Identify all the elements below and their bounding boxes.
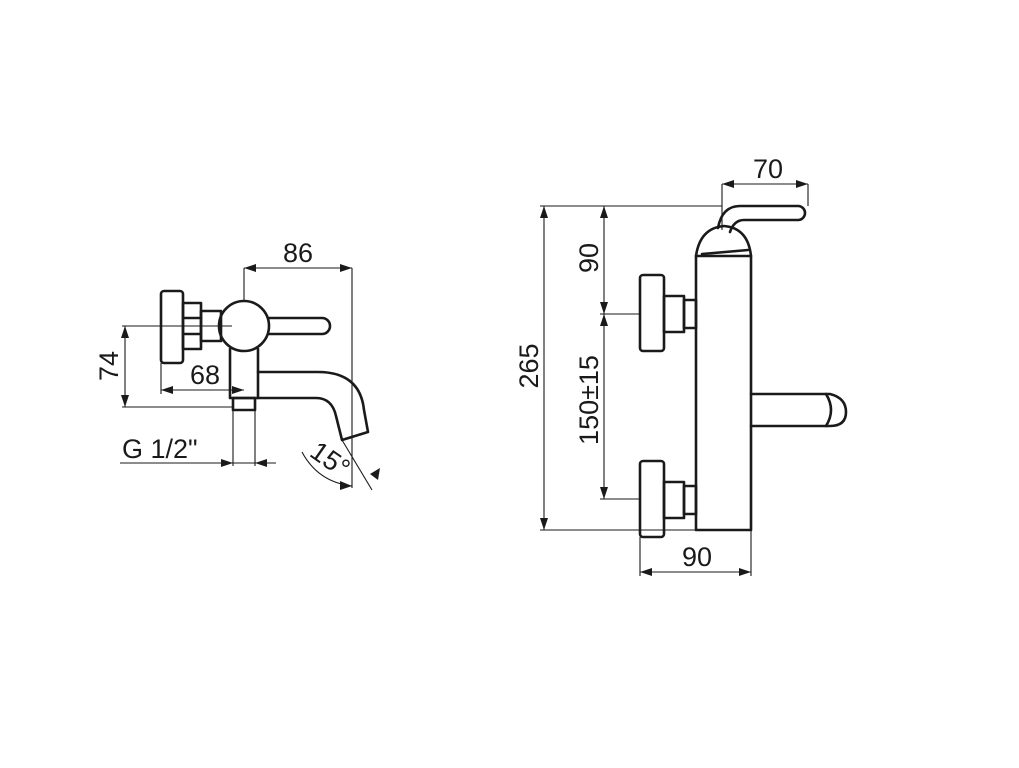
dim-265-label: 265	[514, 343, 544, 388]
side-view: 86 74 68 G 1/2"	[94, 238, 380, 491]
lever-handle	[267, 316, 332, 336]
dim-68-label: 68	[190, 360, 220, 390]
dim-90-upper-label: 90	[574, 243, 604, 273]
dim-90-upper: 90	[574, 206, 640, 315]
dim-150-label: 150±15	[574, 355, 604, 445]
front-view-faucet-outline	[638, 204, 848, 539]
lower-flange	[638, 459, 666, 539]
dim-70-label: 70	[753, 154, 783, 184]
upper-flange	[638, 273, 666, 353]
spout	[256, 370, 370, 442]
dim-angle: 15°	[301, 436, 380, 491]
dim-265: 265	[514, 206, 696, 531]
main-body	[694, 254, 753, 532]
dim-70: 70	[721, 154, 809, 230]
front-view: 70 265 90 150±15	[514, 154, 848, 576]
dim-150: 150±15	[574, 314, 640, 500]
front-spout	[749, 392, 848, 428]
inlet-pipe	[231, 396, 257, 412]
dim-86: 86	[243, 238, 353, 488]
dome-cap	[694, 224, 753, 258]
dim-90-bottom: 90	[639, 530, 752, 576]
dim-86-label: 86	[283, 238, 313, 268]
dim-68: 68	[160, 360, 244, 394]
dim-thread: G 1/2"	[120, 434, 276, 467]
top-lever	[716, 204, 807, 234]
wall-flange	[159, 289, 185, 365]
dim-thread-label: G 1/2"	[122, 434, 198, 464]
dim-74-label: 74	[94, 351, 124, 381]
dim-angle-label: 15°	[305, 436, 356, 484]
dim-90-bottom-label: 90	[682, 542, 712, 572]
dim-74: 74	[94, 325, 232, 408]
